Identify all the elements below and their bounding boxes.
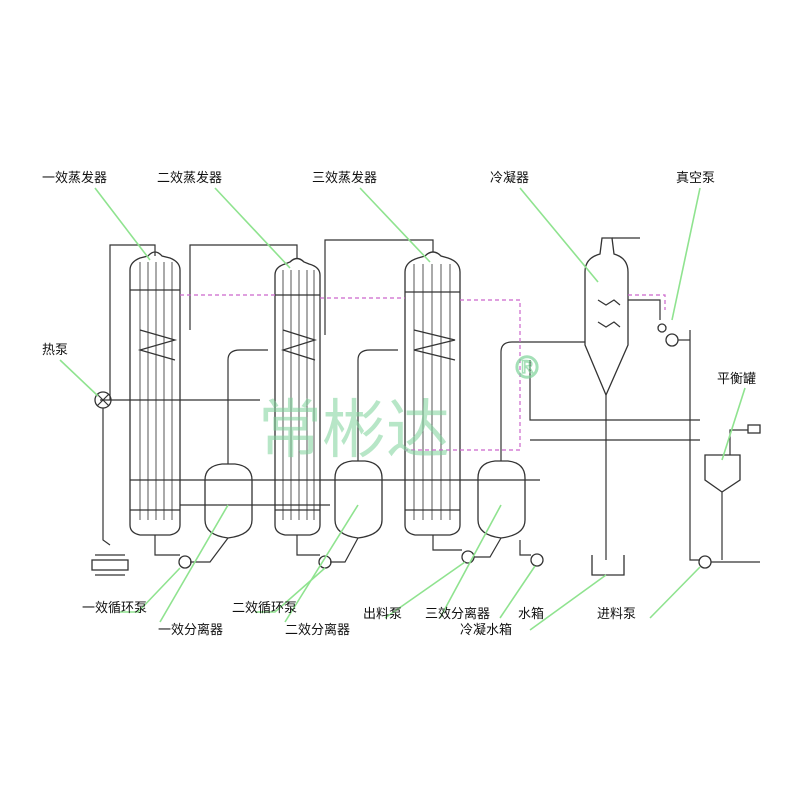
label-leader-lines bbox=[59, 187, 746, 631]
separator-3 bbox=[477, 452, 526, 539]
separator-1 bbox=[204, 455, 253, 539]
label-balance-tank: 平衡罐 bbox=[717, 372, 756, 387]
evaporator-2 bbox=[274, 257, 321, 536]
watermark-registered-mark: ® bbox=[512, 351, 542, 386]
label-heat-pump: 热泵 bbox=[42, 343, 68, 358]
process-piping bbox=[91, 239, 760, 576]
label-feed-pump: 进料泵 bbox=[597, 607, 636, 622]
label-cond-water-tank: 冷凝水箱 bbox=[460, 622, 512, 638]
label-separator-2: 二效分离器 bbox=[285, 622, 350, 638]
label-vacuum-pump: 真空泵 bbox=[676, 171, 715, 186]
label-discharge-pump: 出料泵 bbox=[363, 607, 402, 622]
separator-2 bbox=[334, 452, 383, 539]
condenser-vessel bbox=[584, 237, 640, 560]
label-water-tank: 水箱 bbox=[518, 606, 544, 622]
label-separator-1: 一效分离器 bbox=[158, 622, 223, 638]
balance-tank-vessel bbox=[704, 424, 761, 505]
label-evaporator-3: 三效蒸发器 bbox=[312, 170, 377, 186]
label-separator-3: 三效分离器 bbox=[425, 606, 490, 622]
labels: 一效蒸发器 二效蒸发器 三效蒸发器 冷凝器 真空泵 热泵 平衡罐 一效循环泵 一… bbox=[42, 170, 756, 638]
steam-lines bbox=[180, 294, 666, 451]
label-circ-pump-2: 二效循环泵 bbox=[232, 601, 297, 616]
label-evaporator-2: 二效蒸发器 bbox=[157, 170, 222, 186]
evaporator-1 bbox=[129, 251, 181, 536]
cond-water-tank-vessel bbox=[591, 555, 625, 576]
watermark-text: 常彬达 bbox=[258, 394, 450, 468]
label-evaporator-1: 一效蒸发器 bbox=[42, 170, 107, 186]
label-condenser: 冷凝器 bbox=[490, 170, 529, 186]
evaporator-3 bbox=[404, 251, 461, 536]
label-circ-pump-1: 一效循环泵 bbox=[82, 601, 147, 616]
